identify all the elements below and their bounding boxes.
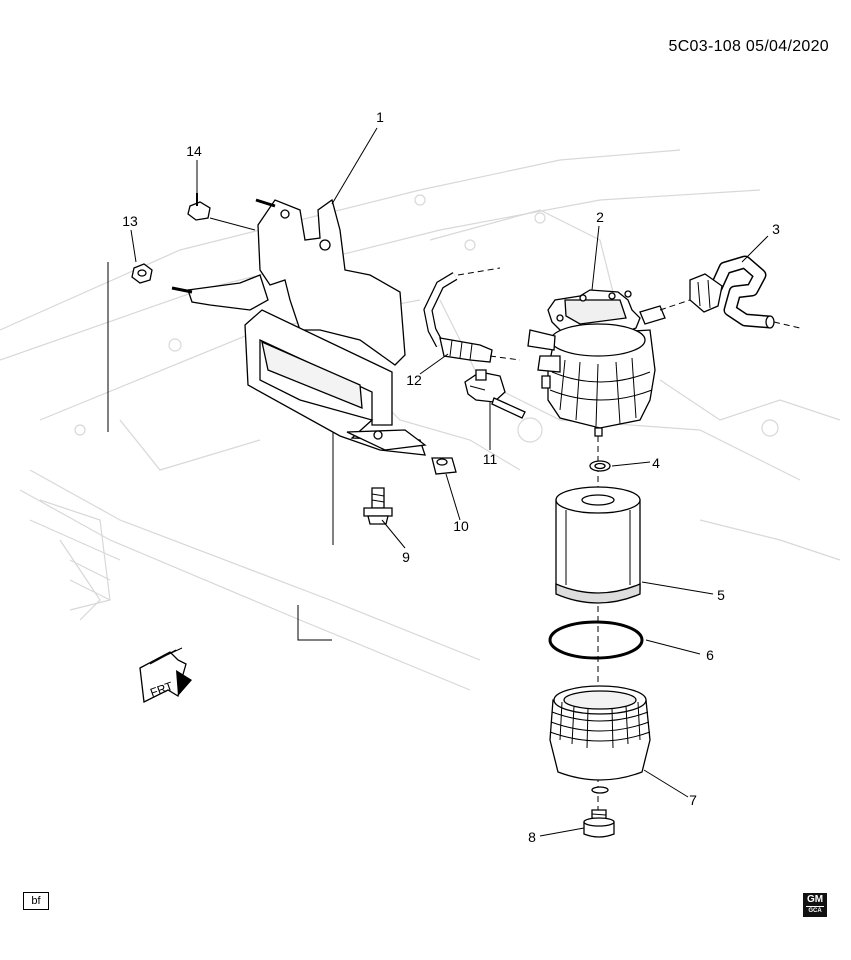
washer-4 [589,460,611,472]
fuel-hose-3 [689,255,801,329]
filter-bowl-7 [549,685,651,794]
gm-logo: GM GCA [803,893,827,917]
front-direction-arrow: FRT [139,647,192,703]
callout-14: 14 [186,143,202,159]
fuel-filter-bracket [171,198,427,456]
callout-13: 13 [122,213,138,229]
callout-11: 11 [483,451,498,467]
reference-lines [107,217,334,641]
callout-12: 12 [406,372,422,388]
leader-lines [130,127,769,837]
callout-6: 6 [706,647,714,663]
illustrator-tag: bf [23,892,49,910]
nut-13 [131,263,153,284]
callout-10: 10 [453,518,469,534]
background-frame [0,149,841,691]
o-ring-6 [548,620,644,660]
callout-labels: 1 2 3 4 5 6 7 8 9 10 11 12 13 14 [122,109,780,845]
callout-3: 3 [772,221,780,237]
callout-5: 5 [717,587,725,603]
quick-connector-11 [464,369,526,419]
callout-8: 8 [528,829,536,845]
drain-plug-8 [583,809,615,838]
callout-7: 7 [689,792,697,808]
gm-logo-subtext: GCA [806,906,824,915]
diagram-code-and-date: 5C03-108 05/04/2020 [668,38,829,55]
clip-nut-10 [431,457,457,475]
bolt-14 [187,193,211,221]
callout-1: 1 [376,109,384,125]
bolt-9 [363,487,393,525]
callout-2: 2 [596,209,604,225]
fuel-hose-12 [423,267,521,363]
callout-9: 9 [402,549,410,565]
callout-4: 4 [652,455,660,471]
fuel-filter-housing [527,289,691,437]
gm-logo-text: GM [806,894,824,905]
filter-element-5 [555,486,641,604]
